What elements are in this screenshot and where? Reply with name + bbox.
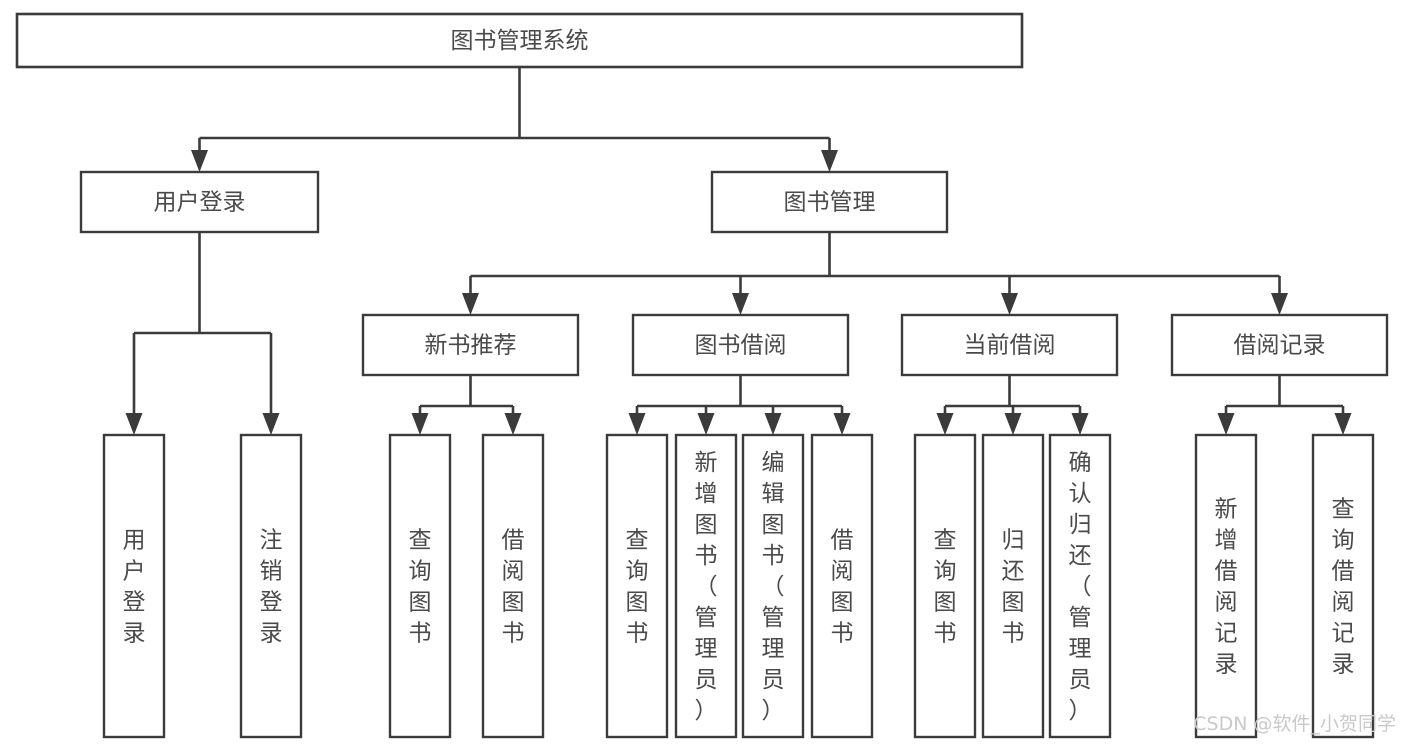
node-box[interactable] [1194,433,1258,739]
node-label: 查询图书 [934,527,957,646]
node-box[interactable] [981,433,1045,739]
node-leaf-11[interactable]: 新增借阅记录 [1194,433,1258,739]
node-box[interactable] [79,170,320,234]
node-box[interactable] [239,433,303,739]
node-level3-0[interactable]: 新书推荐 [361,313,580,377]
node-layer: 图书管理系统用户登录图书管理新书推荐图书借阅当前借阅借阅记录用户登录注销登录查询… [15,12,1389,739]
node-leaf-2[interactable]: 查询图书 [388,433,452,739]
node-label: 新增借阅记录 [1215,496,1238,677]
node-level3-1[interactable]: 图书借阅 [631,313,850,377]
root-to-level2-1-arrowhead [821,150,838,172]
node-box[interactable] [810,433,874,739]
node-label: 借阅图书 [831,527,854,646]
node-box[interactable] [605,433,669,739]
leaf-arrow-2-0-arrowhead [628,413,646,435]
level2-to-level3-1-arrowhead [732,293,749,315]
node-leaf-7[interactable]: 借阅图书 [810,433,874,739]
node-box[interactable] [361,313,580,377]
node-leaf-8[interactable]: 查询图书 [913,433,977,739]
leaf-arrow-0-1-arrowhead [262,413,280,435]
node-box[interactable] [1170,313,1389,377]
node-box[interactable] [900,313,1119,377]
root-to-level2-0-arrowhead [191,150,208,172]
node-box[interactable] [15,12,1024,69]
connector-layer [125,67,1352,435]
node-label: 新书推荐 [425,333,517,359]
node-box[interactable] [1311,433,1375,739]
leaf-arrow-4-0-arrowhead [1217,413,1235,435]
node-box[interactable] [102,433,166,739]
node-box[interactable] [1048,433,1112,739]
node-label: 图书借阅 [695,333,787,359]
node-label: 编辑图书（管理员） [762,450,785,724]
node-leaf-1[interactable]: 注销登录 [239,433,303,739]
level2-to-level3-2-arrowhead [1001,293,1018,315]
node-label: 当前借阅 [964,333,1056,359]
node-level2-1[interactable]: 图书管理 [710,170,949,234]
node-label: 确认归还（管理员） [1069,450,1092,724]
leaf-arrow-4-1-arrowhead [1334,413,1352,435]
node-level2-0[interactable]: 用户登录 [79,170,320,234]
leaf-arrow-1-0-arrowhead [411,413,429,435]
node-leaf-6[interactable]: 编辑图书（管理员） [741,433,805,739]
leaf-arrow-1-1-arrowhead [504,413,522,435]
node-leaf-9[interactable]: 归还图书 [981,433,1045,739]
node-box[interactable] [913,433,977,739]
node-label: 注销登录 [260,527,283,646]
node-label: 归还图书 [1002,527,1025,646]
node-root[interactable]: 图书管理系统 [15,12,1024,69]
node-box[interactable] [741,433,805,739]
node-leaf-4[interactable]: 查询图书 [605,433,669,739]
leaf-arrow-3-1-arrowhead [1004,413,1022,435]
leaf-arrow-2-1-arrowhead [697,413,715,435]
leaf-arrow-3-2-arrowhead [1071,413,1089,435]
node-box[interactable] [674,433,738,739]
node-label: 用户登录 [123,527,146,646]
node-leaf-3[interactable]: 借阅图书 [481,433,545,739]
level2-to-level3-3-arrowhead [1271,293,1288,315]
node-label: 图书管理系统 [451,28,589,54]
node-box[interactable] [388,433,452,739]
node-level3-2[interactable]: 当前借阅 [900,313,1119,377]
node-box[interactable] [710,170,949,234]
node-leaf-12[interactable]: 查询借阅记录 [1311,433,1375,739]
node-label: 借阅记录 [1234,333,1326,359]
leaf-arrow-3-0-arrowhead [936,413,954,435]
node-leaf-10[interactable]: 确认归还（管理员） [1048,433,1112,739]
node-label: 查询图书 [409,527,432,646]
node-label: 图书管理 [784,190,876,216]
csdn-watermark: CSDN @软件_小贺同学 [1193,713,1396,735]
node-leaf-5[interactable]: 新增图书（管理员） [674,433,738,739]
leaf-arrow-0-0-arrowhead [125,413,143,435]
leaf-arrow-2-2-arrowhead [764,413,782,435]
node-leaf-0[interactable]: 用户登录 [102,433,166,739]
leaf-arrow-2-3-arrowhead [833,413,851,435]
node-label: 查询图书 [626,527,649,646]
node-label: 新增图书（管理员） [695,450,718,724]
node-box[interactable] [631,313,850,377]
node-box[interactable] [481,433,545,739]
node-label: 用户登录 [154,190,246,216]
node-level3-3[interactable]: 借阅记录 [1170,313,1389,377]
node-label: 查询借阅记录 [1332,496,1355,677]
level2-to-level3-0-arrowhead [462,293,479,315]
node-label: 借阅图书 [502,527,525,646]
